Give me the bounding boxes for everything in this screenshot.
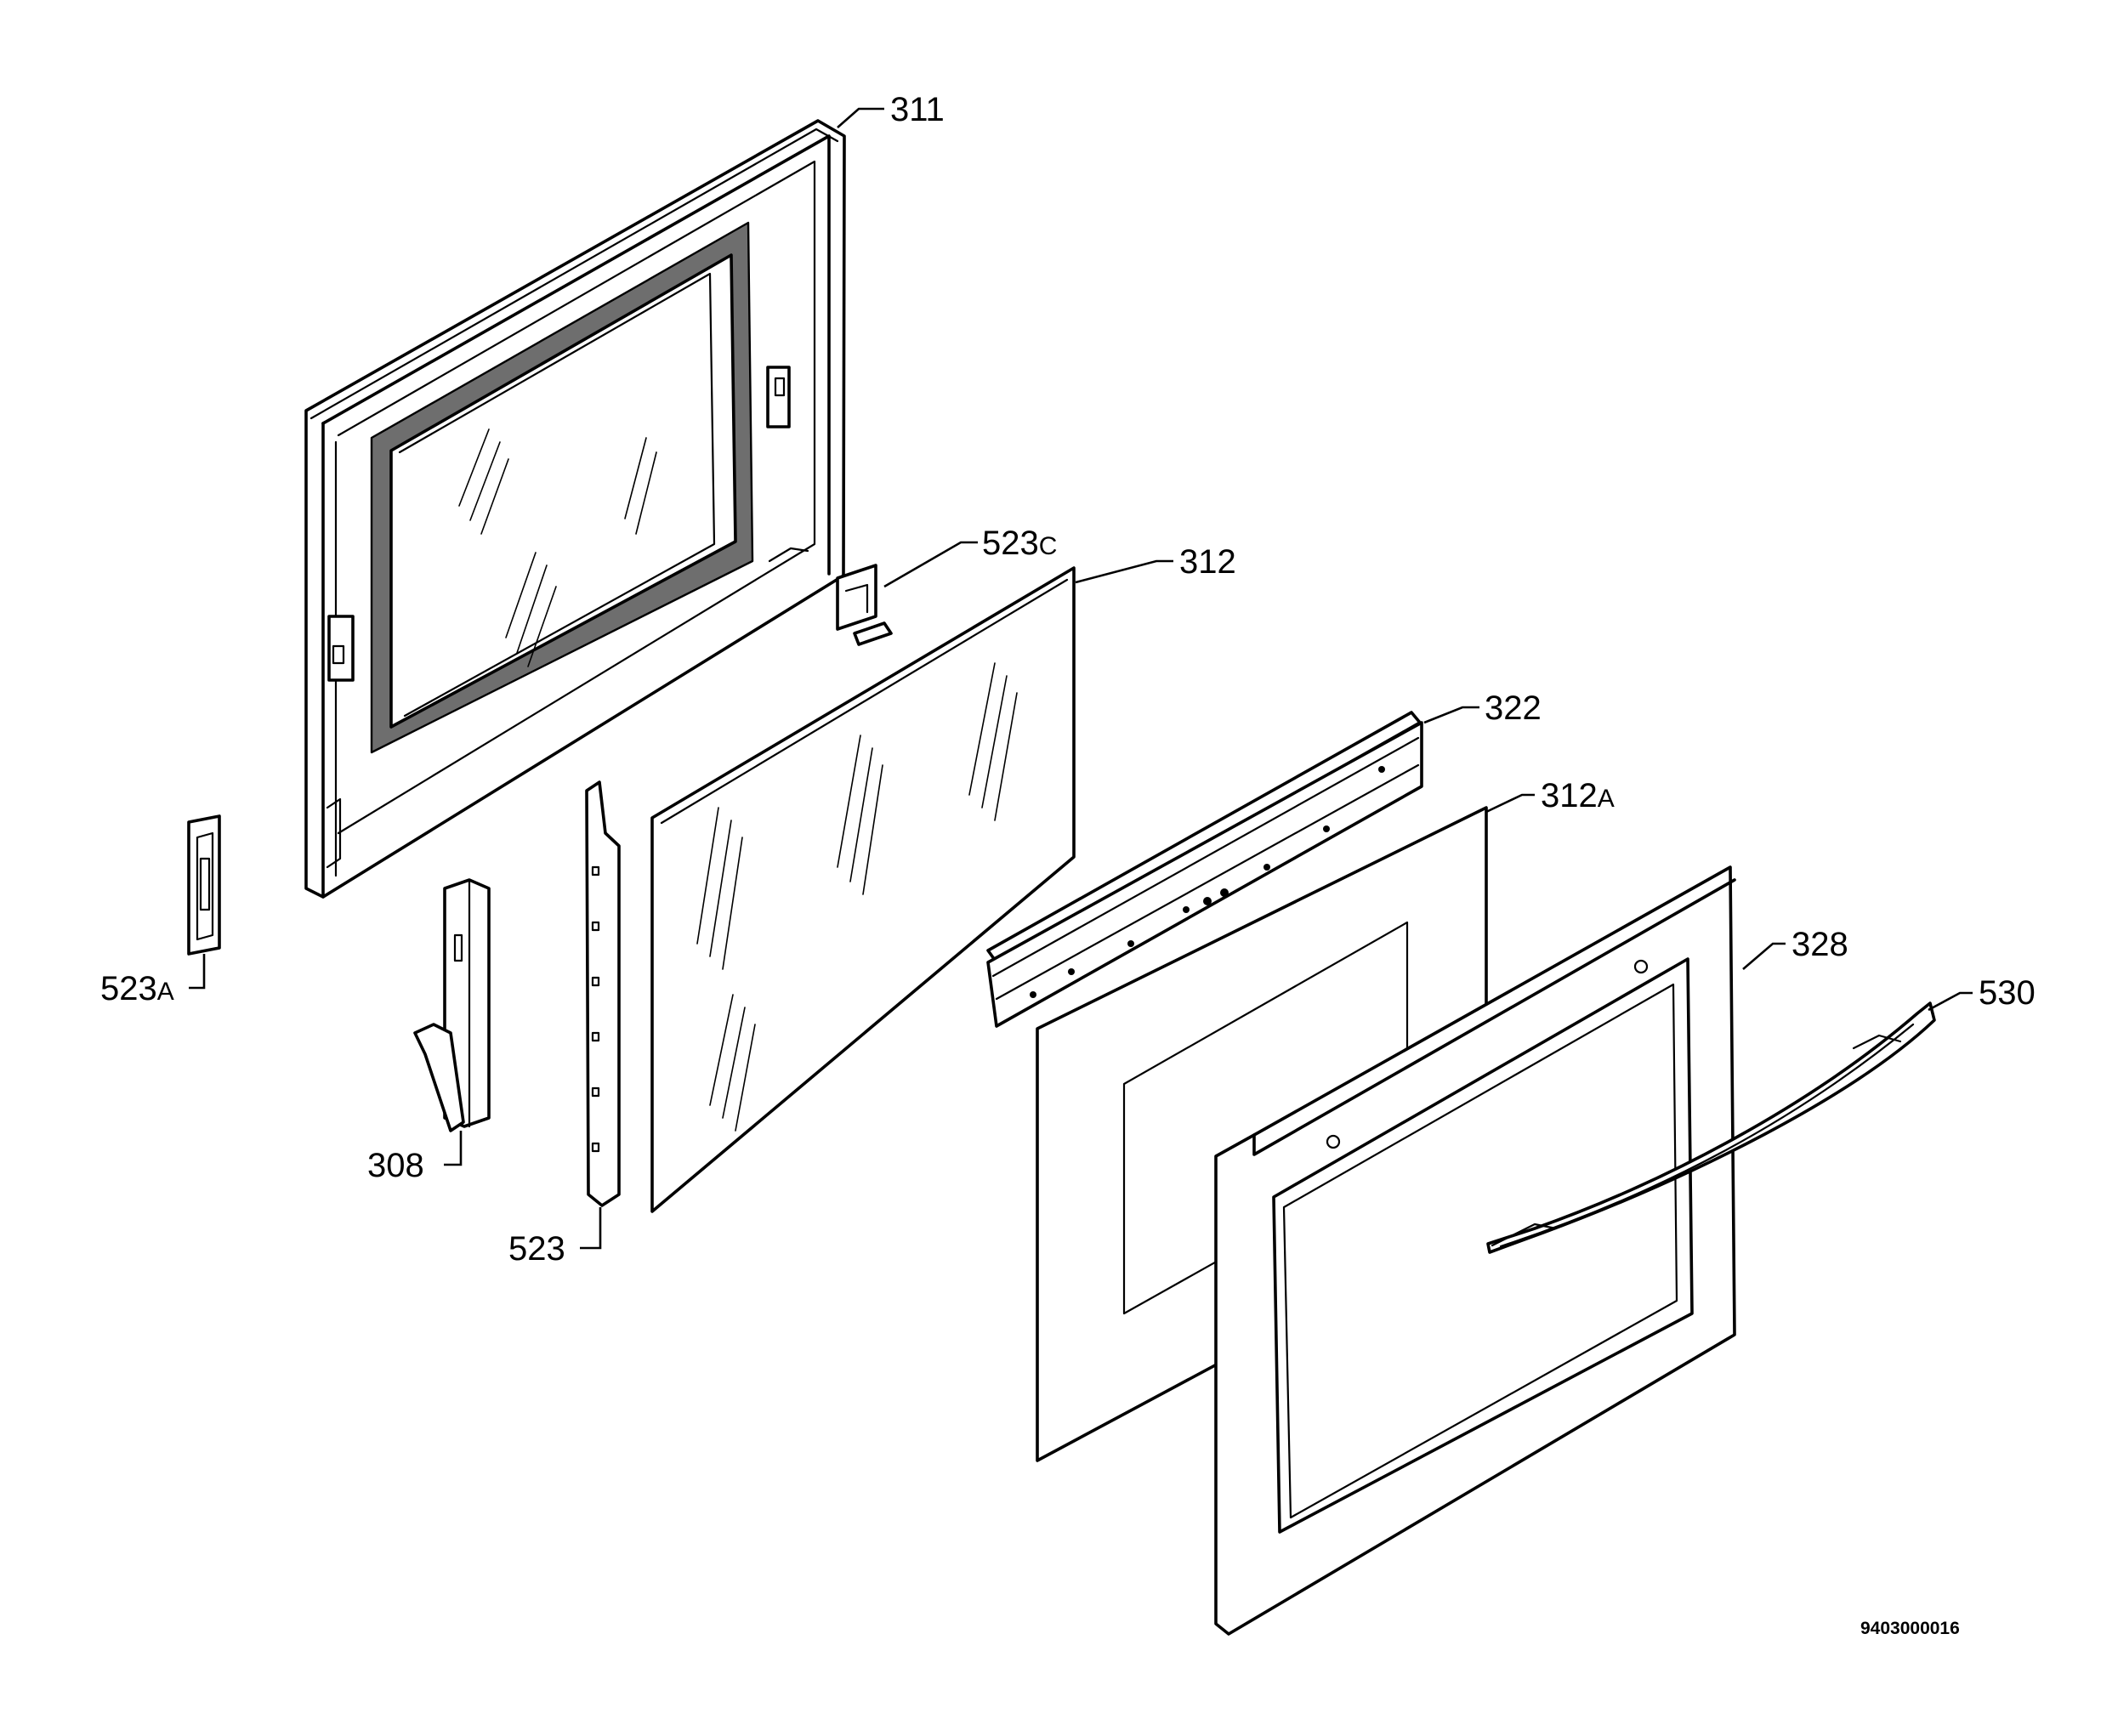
part-523A-hinge-cover: [187, 814, 221, 956]
leader-lines: [189, 107, 1973, 1250]
callout-328: 328: [1792, 926, 1848, 963]
part-523C-clip: [836, 564, 893, 646]
callout-530: 530: [1979, 974, 2036, 1012]
part-308-hinge: [413, 878, 491, 1132]
part-328-outer-frame: [1214, 865, 1736, 1636]
part-322-rail: [986, 711, 1423, 1028]
callout-312: 312: [1179, 543, 1236, 581]
callout-311: 311: [890, 91, 945, 128]
callout-308: 308: [367, 1147, 424, 1184]
callout-labels: 311 523C 312 322 312A 328 530 523A 308 5…: [100, 91, 2036, 1638]
part-311-inner-door: [304, 119, 846, 899]
part-312-glass-panel: [650, 566, 1076, 1213]
document-number: 9403000016: [1860, 1619, 1960, 1638]
callout-523A: 523A: [100, 970, 174, 1007]
callout-523C: 523C: [982, 525, 1057, 562]
callout-523: 523: [508, 1230, 565, 1268]
callout-312A: 312A: [1541, 777, 1615, 814]
part-523-side-rail: [585, 780, 621, 1207]
callout-322: 322: [1485, 689, 1542, 727]
part-530-handle: [1486, 1001, 1936, 1254]
